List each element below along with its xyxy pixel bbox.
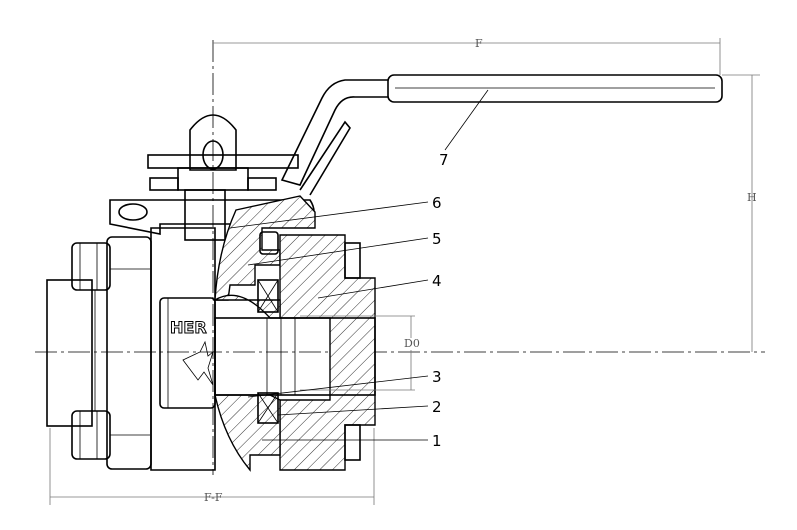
dimension-d0: D0 [300,315,420,391]
part-label-1: 1 [432,432,442,450]
part-label-2: 2 [432,398,442,416]
part-callouts: 6 5 4 3 2 1 7 [229,89,489,450]
brand-mark: HER [170,318,207,337]
dimension-f-f: F-F [49,428,375,505]
svg-text:H: H [747,191,757,204]
dimension-f: F [213,37,721,75]
dimension-h: H [722,74,760,352]
valve-body: HER [150,227,216,471]
left-end-connector [46,236,152,470]
svg-text:F: F [475,37,483,50]
part-label-5: 5 [432,230,442,248]
section-view [212,195,376,472]
star-logo-icon [182,340,214,386]
part-label-7: 7 [439,151,449,169]
part-label-3: 3 [432,368,442,386]
svg-text:F-F: F-F [204,491,223,504]
part-label-4: 4 [432,272,442,290]
stem-assembly [109,114,315,241]
part-label-6: 6 [432,194,442,212]
svg-text:D0: D0 [404,337,420,350]
handle-lever [280,74,723,196]
